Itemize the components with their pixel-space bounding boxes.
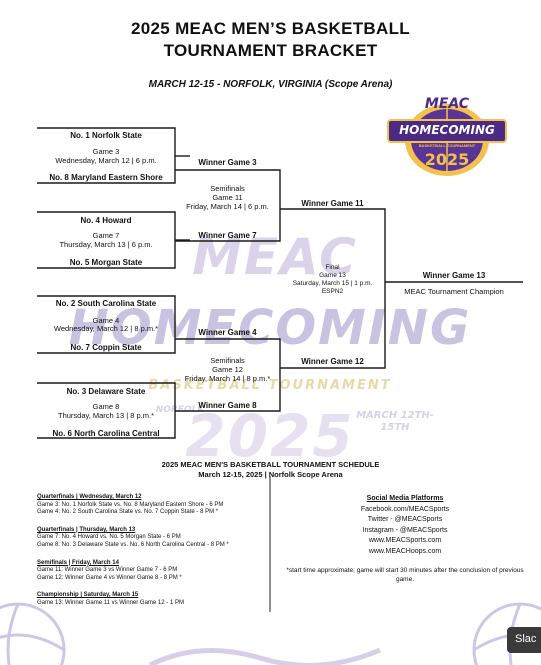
s1-label: Semifinals xyxy=(210,184,245,193)
watermark-dates: MARCH 12TH-15TH xyxy=(356,410,434,433)
q3-game: Game 4 xyxy=(92,316,120,325)
schedule-subtitle: March 12-15, 2025 | Norfolk Scope Arena xyxy=(198,470,343,479)
s1-game: Game 11 xyxy=(212,193,243,202)
slack-tab-button[interactable]: Slac xyxy=(507,627,541,653)
q4-time: Thursday, March 13 | 8 p.m.* xyxy=(57,411,154,420)
final-winner-bottom: Winner Game 12 xyxy=(301,357,364,366)
s2-label: Semifinals xyxy=(210,356,245,365)
champ-label: MEAC Tournament Champion xyxy=(404,287,504,296)
q2-game: Game 7 xyxy=(92,231,120,240)
logo-year: 2025 xyxy=(424,150,470,169)
logo-homecoming: HOMECOMING xyxy=(399,123,495,137)
schedule-line: Game 8: No. 3 Delaware State vs. No. 6 N… xyxy=(37,541,229,548)
final-game: Game 13 xyxy=(319,272,346,279)
logo-sub: BASKETBALL TOURNAMENT xyxy=(418,143,476,148)
social-instagram[interactable]: Instagram - @MEACSports xyxy=(362,526,448,534)
q3-time: Wednesday, March 12 | 8 p.m.* xyxy=(53,324,159,333)
decor-basketball-left xyxy=(0,602,66,665)
s2-game: Game 12 xyxy=(212,365,243,374)
watermark-homecoming: HOMECOMING xyxy=(68,300,472,356)
q4-team-top: No. 3 Delaware State xyxy=(66,387,146,396)
schedule-line: Game 11: Winner Game 3 vs Winner Game 7 … xyxy=(37,567,178,574)
q2-team-bottom: No. 5 Morgan State xyxy=(69,258,143,267)
social-media-block: Social Media Platforms Facebook.com/MEAC… xyxy=(280,494,530,557)
q4-game: Game 8 xyxy=(92,402,120,411)
schedule-title: 2025 MEAC MEN'S BASKETBALL TOURNAMENT SC… xyxy=(161,460,380,469)
final-label: Final xyxy=(325,264,340,271)
schedule-group-header: Semifinals | Friday, March 14 xyxy=(37,559,119,566)
s1-time: Friday, March 14 | 6 p.m. xyxy=(186,202,269,211)
watermark-city: NORFOLK xyxy=(155,405,205,415)
decor-script xyxy=(148,647,381,665)
social-twitter[interactable]: Twitter - @MEACSports xyxy=(367,516,443,523)
social-facebook[interactable]: Facebook.com/MEACSports xyxy=(360,505,450,513)
q1-team-top: No. 1 Norfolk State xyxy=(70,131,142,140)
schedule-group: Championship | Saturday, March 15 Game 1… xyxy=(37,592,267,607)
q4-team-bottom: No. 6 North Carolina Central xyxy=(52,429,160,438)
s1-winner-top: Winner Game 3 xyxy=(198,158,257,167)
s2-time: Friday, March 14 | 8 p.m.* xyxy=(184,374,271,383)
schedule-line: Game 12: Winner Game 4 vs Winner Game 8 … xyxy=(37,574,182,581)
schedule-list: Quarterfinals | Wednesday, March 12 Game… xyxy=(37,494,267,608)
schedule-group: Quarterfinals | Thursday, March 13 Game … xyxy=(37,527,267,550)
page-title-line1: 2025 MEAC MEN’S BASKETBALL xyxy=(131,19,410,38)
schedule-line: Game 13: Winner Game 11 vs Winner Game 1… xyxy=(37,599,184,606)
q1-game: Game 3 xyxy=(92,147,120,156)
page-subtitle: MARCH 12-15 - NORFOLK, VIRGINIA (Scope A… xyxy=(148,79,393,90)
champ-winner: Winner Game 13 xyxy=(422,271,486,280)
schedule-line: Game 3: No. 1 Norfolk State vs. No. 8 Ma… xyxy=(37,501,224,508)
schedule-group: Semifinals | Friday, March 14 Game 11: W… xyxy=(37,560,267,583)
s2-winner-bottom: Winner Game 8 xyxy=(198,401,257,410)
bracket-s2-lines xyxy=(175,338,281,412)
schedule-group-header: Championship | Saturday, March 15 xyxy=(37,592,139,599)
q3-team-bottom: No. 7 Coppin State xyxy=(70,343,142,352)
schedule-group-header: Quarterfinals | Thursday, March 13 xyxy=(37,526,136,533)
watermark-meac: MEAC xyxy=(192,228,358,286)
bracket-s1-lines xyxy=(175,169,281,242)
schedule-group-header: Quarterfinals | Wednesday, March 12 xyxy=(37,494,142,500)
final-network: ESPN2 xyxy=(321,288,344,295)
final-winner-top: Winner Game 11 xyxy=(301,199,364,208)
schedule-group: Quarterfinals | Wednesday, March 12 Game… xyxy=(37,494,267,517)
bracket-final-lines xyxy=(280,208,386,369)
q2-time: Thursday, March 13 | 6 p.m. xyxy=(59,240,153,249)
s1-winner-bottom: Winner Game 7 xyxy=(198,231,257,240)
schedule-line: Game 7: No. 4 Howard vs. No. 5 Morgan St… xyxy=(37,534,181,541)
logo-graphic xyxy=(387,104,507,176)
q1-team-bottom: No. 8 Maryland Eastern Shore xyxy=(49,173,163,182)
q1-time: Wednesday, March 12 | 6 p.m. xyxy=(55,156,157,165)
watermark-subtitle: BASKETBALL TOURNAMENT xyxy=(148,378,392,393)
s2-winner-top: Winner Game 4 xyxy=(198,328,257,337)
bracket-q3-lines xyxy=(37,295,176,354)
final-time: Saturday, March 15 | 1 p.m. xyxy=(292,280,373,287)
schedule-footnote: *start time approximate; game will start… xyxy=(286,567,524,583)
q2-team-top: No. 4 Howard xyxy=(80,216,132,225)
page-title-line2: TOURNAMENT BRACKET xyxy=(163,41,378,60)
social-website[interactable]: www.MEACSports.com xyxy=(368,537,442,544)
social-title: Social Media Platforms xyxy=(366,495,444,502)
q3-team-top: No. 2 South Carolina State xyxy=(55,299,157,308)
social-hoops-website[interactable]: www.MEACHoops.com xyxy=(368,547,442,555)
schedule-line: Game 4: No. 2 South Carolina State vs. N… xyxy=(37,509,219,516)
watermark-year: 2025 xyxy=(185,402,355,470)
meac-homecoming-logo: MEAC HOMECOMING BASKETBALL TOURNAMENT 20… xyxy=(386,92,508,178)
logo-meac: MEAC xyxy=(424,96,470,112)
